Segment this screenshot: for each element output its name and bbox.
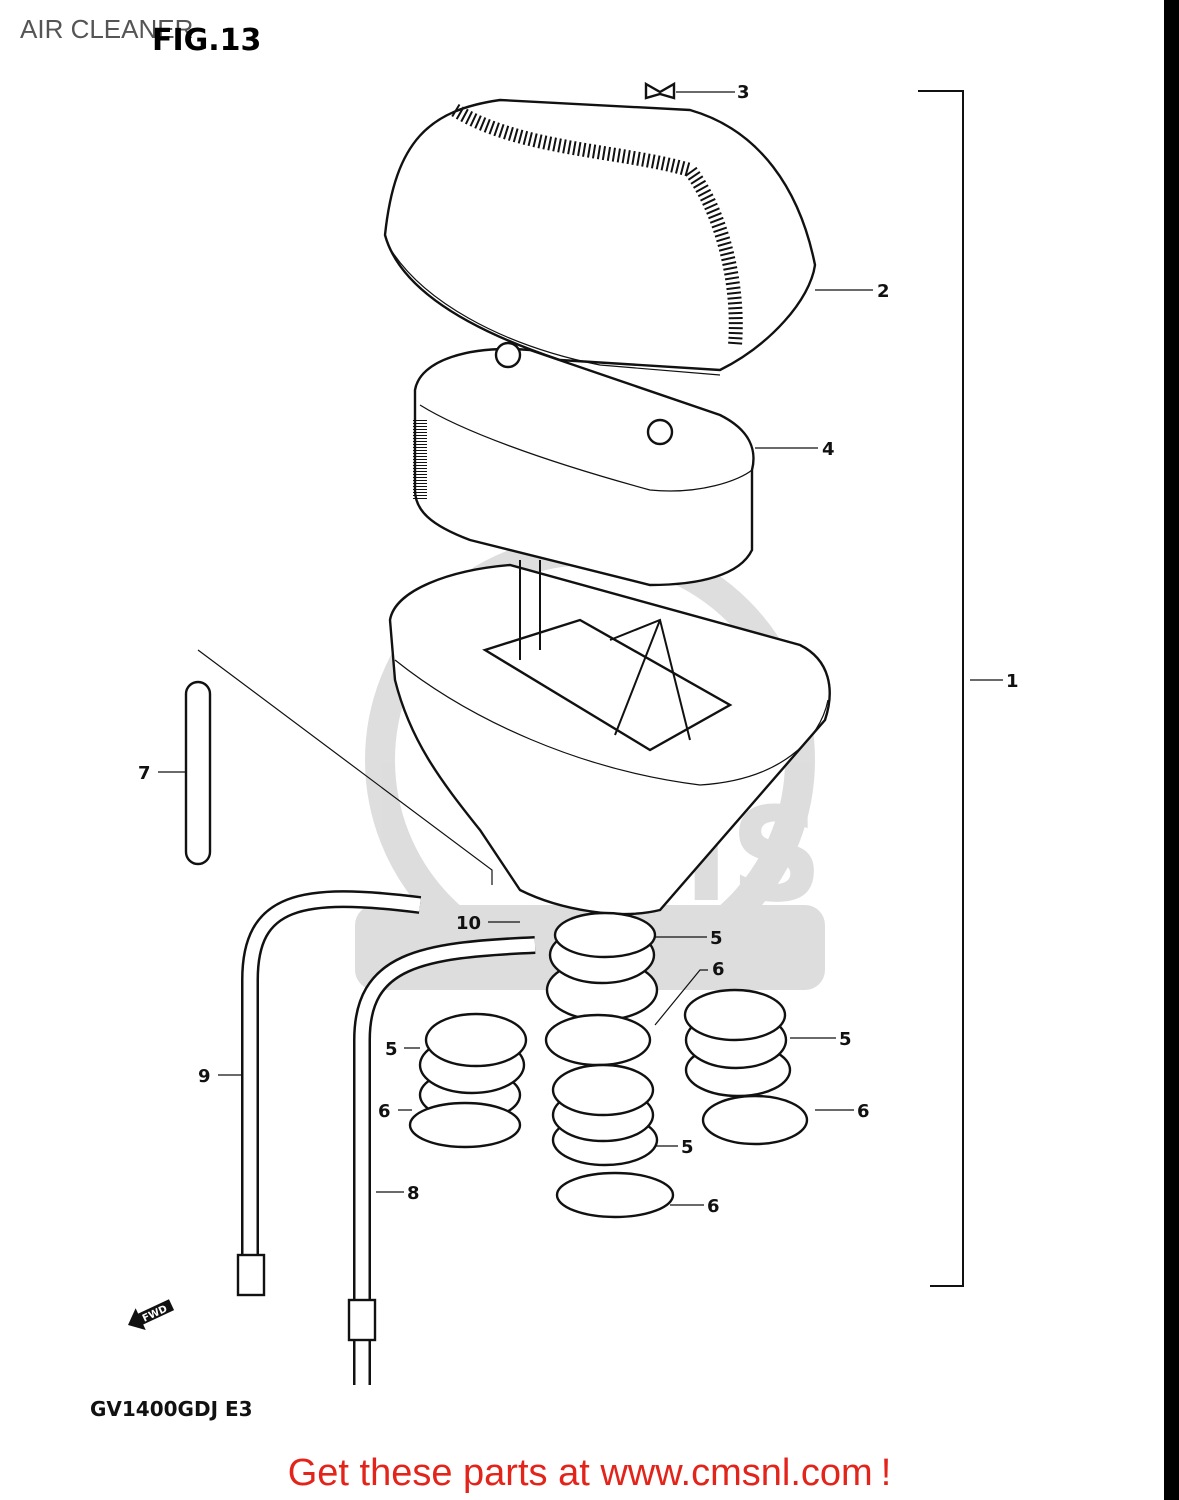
callout-6: 6	[378, 1101, 391, 1122]
hose-end	[236, 1253, 266, 1297]
footer-link-suffix: !	[880, 1452, 892, 1494]
part-cover	[383, 81, 817, 376]
callout-6: 6	[707, 1196, 720, 1217]
part-case	[388, 560, 831, 916]
callout-4: 4	[822, 439, 835, 460]
assembly-bracket	[918, 90, 964, 1287]
fwd-arrow-icon: FWD	[128, 1299, 175, 1330]
callout-3: 3	[737, 82, 750, 103]
callout-5: 5	[839, 1029, 852, 1050]
page-title: AIR CLEANER	[20, 14, 194, 44]
callout-5: 5	[385, 1039, 398, 1060]
part-breather-tube	[184, 680, 212, 866]
part-drain-hose-8	[353, 936, 536, 1385]
callout-5: 5	[710, 928, 723, 949]
callout-5: 5	[681, 1137, 694, 1158]
figure-label: FIG.13	[152, 23, 261, 58]
hose-end	[347, 1298, 377, 1342]
callout-8: 8	[407, 1183, 420, 1204]
footer-link-text: Get these parts at www.cmsnl.com	[287, 1452, 873, 1494]
callout-6: 6	[857, 1101, 870, 1122]
callout-2: 2	[877, 281, 890, 302]
footer-parts-link[interactable]: Get these parts at www.cmsnl.com!	[0, 1452, 1179, 1495]
callout-10: 10	[456, 913, 481, 934]
part-intake-joints	[408, 911, 809, 1219]
model-code: GV1400GDJ E3	[90, 1397, 253, 1421]
right-edge-bar	[1164, 0, 1179, 1500]
callout-1: 1	[1006, 671, 1019, 692]
callout-6: 6	[712, 959, 725, 980]
leader-lines	[158, 91, 1003, 1206]
callout-9: 9	[198, 1066, 211, 1087]
part-filter-element	[413, 341, 755, 587]
leader-line	[197, 649, 493, 885]
callout-7: 7	[138, 763, 151, 784]
parts-diagram: FIG.13 CMS	[90, 23, 1019, 1421]
